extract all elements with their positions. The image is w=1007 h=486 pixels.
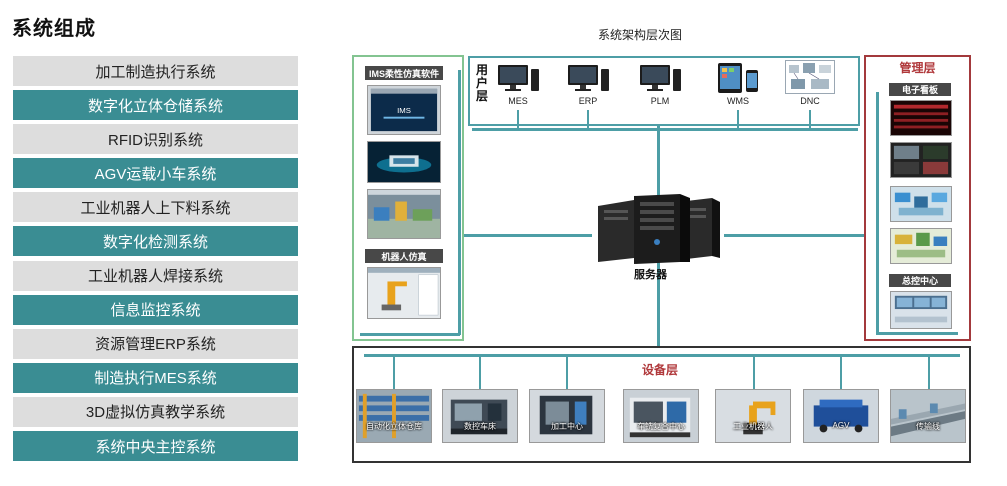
server-icon: [594, 192, 722, 264]
management-layer-title: 管理层: [899, 61, 936, 75]
user-drop-erp: [587, 110, 589, 128]
user-layer-label: 用户层: [476, 63, 489, 103]
server-label: 服务器: [634, 269, 667, 281]
sim-bottom-bus: [360, 333, 460, 336]
device-drop: [928, 356, 930, 389]
device-drop: [479, 356, 481, 389]
mgmt-side-bus: [876, 92, 879, 334]
user-node-plm[interactable]: PLM: [634, 62, 686, 106]
diagram-title: 系统架构层次图: [598, 28, 683, 42]
system-item[interactable]: AGV运载小车系统: [13, 158, 298, 189]
user-drop-dnc: [809, 110, 811, 128]
monitor-pc-icon: [634, 62, 686, 94]
user-drop-mes: [517, 110, 519, 128]
system-item[interactable]: 加工制造执行系统: [13, 56, 298, 86]
monitor-pc-icon: [562, 62, 614, 94]
device-card-warehouse[interactable]: 自动化立体仓库: [356, 389, 432, 443]
system-item[interactable]: 资源管理ERP系统: [13, 328, 298, 359]
device-label: 数控车床: [464, 422, 496, 431]
e-board-screenshot-4: [890, 228, 952, 264]
machine-network-icon: [784, 60, 836, 94]
control-center-photo: [890, 291, 952, 329]
ims-3d-screenshot: [367, 141, 441, 183]
user-node-label: DNC: [800, 96, 820, 106]
device-drop: [753, 356, 755, 389]
system-item[interactable]: 数字化检测系统: [13, 226, 298, 257]
device-drop: [393, 356, 395, 389]
system-item[interactable]: 信息监控系统: [13, 294, 298, 325]
device-bus: [364, 354, 960, 357]
user-node-label: WMS: [727, 96, 749, 106]
device-card-machining-center[interactable]: 加工中心: [529, 389, 605, 443]
system-item[interactable]: RFID识别系统: [13, 124, 298, 155]
ims-software-header: IMS柔性仿真软件: [365, 66, 443, 80]
ims-factory-screenshot: [367, 189, 441, 239]
mgmt-bottom-bus: [876, 332, 958, 335]
device-card-cnc-lathe[interactable]: 数控车床: [442, 389, 518, 443]
user-drop-wms: [737, 110, 739, 128]
user-node-label: ERP: [578, 96, 598, 106]
user-node-label: PLM: [650, 96, 670, 106]
e-board-screenshot-1: [890, 100, 952, 136]
device-label: 自动化立体仓库: [366, 422, 422, 431]
device-card-industrial-robot[interactable]: 工业机器人: [715, 389, 791, 443]
user-node-mes[interactable]: MES: [492, 62, 544, 106]
connector-user-bus: [472, 128, 858, 131]
user-node-wms[interactable]: WMS: [712, 62, 764, 106]
system-item[interactable]: 制造执行MES系统: [13, 362, 298, 393]
control-center-header: 总控中心: [889, 274, 951, 287]
e-board-screenshot-2: [890, 142, 952, 178]
robot-sim-screenshot: [367, 267, 441, 319]
connector-sim-to-server: [464, 234, 592, 237]
ims-logo-text: IMS: [397, 106, 411, 115]
connector-server-to-mgmt: [724, 234, 864, 237]
system-item[interactable]: 3D虚拟仿真教学系统: [13, 396, 298, 427]
e-board-screenshot-3: [890, 186, 952, 222]
ims-software-screenshot: IMS: [367, 85, 441, 135]
device-label: 传输线: [916, 422, 940, 431]
system-item[interactable]: 系统中央主控系统: [13, 431, 298, 462]
user-node-erp[interactable]: ERP: [562, 62, 614, 106]
system-item[interactable]: 数字化立体仓储系统: [13, 90, 298, 121]
sim-side-bus: [458, 70, 461, 335]
system-list: 加工制造执行系统 数字化立体仓储系统 RFID识别系统 AGV运载小车系统 工业…: [13, 56, 298, 465]
e-board-header: 电子看板: [889, 83, 951, 96]
tablet-phone-icon: [712, 62, 764, 94]
robot-sim-header: 机器人仿真: [365, 249, 443, 263]
user-node-dnc[interactable]: DNC: [784, 60, 836, 106]
system-item[interactable]: 工业机器人上下料系统: [13, 192, 298, 223]
system-item[interactable]: 工业机器人焊接系统: [13, 260, 298, 291]
device-card-conveyor[interactable]: 传输线: [890, 389, 966, 443]
device-drop: [840, 356, 842, 389]
device-layer-title: 设备层: [641, 363, 678, 377]
monitor-pc-icon: [492, 62, 544, 94]
device-label: 车铣复合中心: [637, 422, 685, 431]
device-label: 加工中心: [551, 422, 583, 431]
device-label: 工业机器人: [733, 422, 773, 431]
device-card-agv[interactable]: AGV: [803, 389, 879, 443]
page-title: 系统组成: [12, 18, 96, 40]
device-drop: [566, 356, 568, 389]
device-label: AGV: [832, 421, 850, 430]
device-card-turn-mill-center[interactable]: 车铣复合中心: [623, 389, 699, 443]
user-node-label: MES: [508, 96, 528, 106]
